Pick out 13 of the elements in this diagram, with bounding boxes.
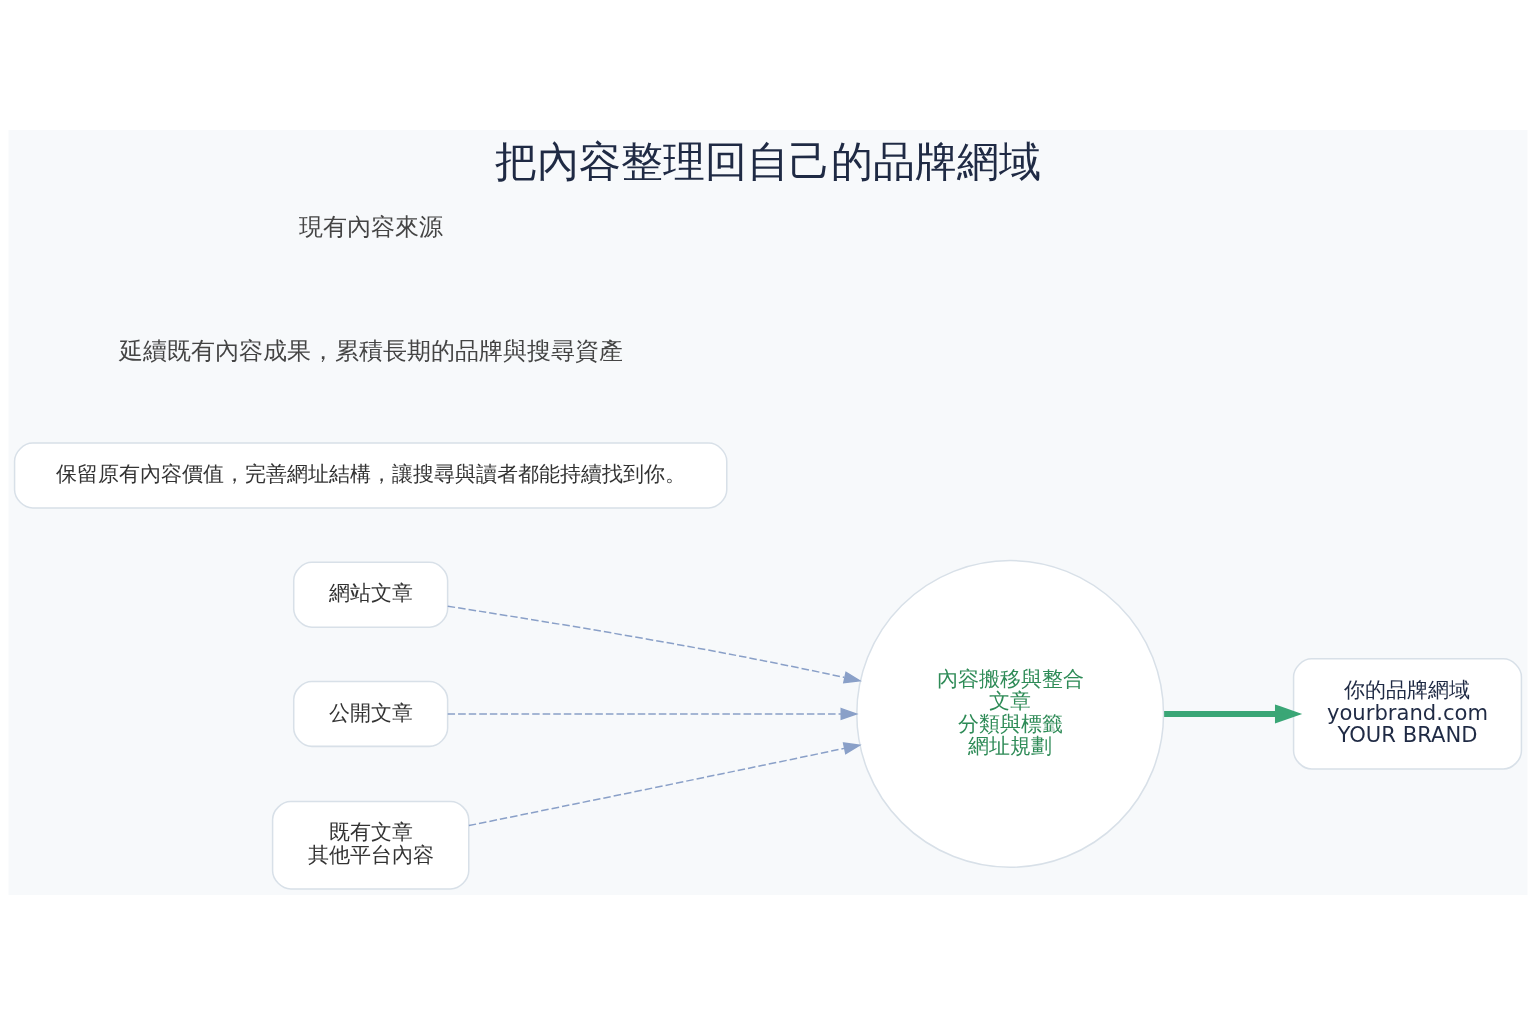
arrow — [1164, 703, 1303, 723]
node-box: 你的品牌網域 yourbrand.com YOUR BRAND — [1292, 657, 1523, 770]
node-box: 保留原有內容價值，完善網址結構，讓搜尋與讀者都能持續找到你。 — [13, 441, 728, 509]
arrow — [446, 707, 859, 720]
diagram-title: 把內容整理回自己的品牌網域 — [494, 136, 1041, 186]
label: 現有內容來源 — [298, 212, 443, 241]
arrow — [468, 741, 862, 826]
arrow — [447, 604, 862, 684]
node-box: 公開文章 — [292, 680, 449, 747]
label: 延續既有內容成果，累積長期的品牌與搜尋資產 — [118, 336, 623, 365]
node-circle: 內容搬移與整合 文章 分類與標籤 網址規劃 — [856, 559, 1165, 868]
node-box: 網站文章 — [292, 561, 449, 628]
node-box: 既有文章 其他平台內容 — [271, 800, 470, 890]
